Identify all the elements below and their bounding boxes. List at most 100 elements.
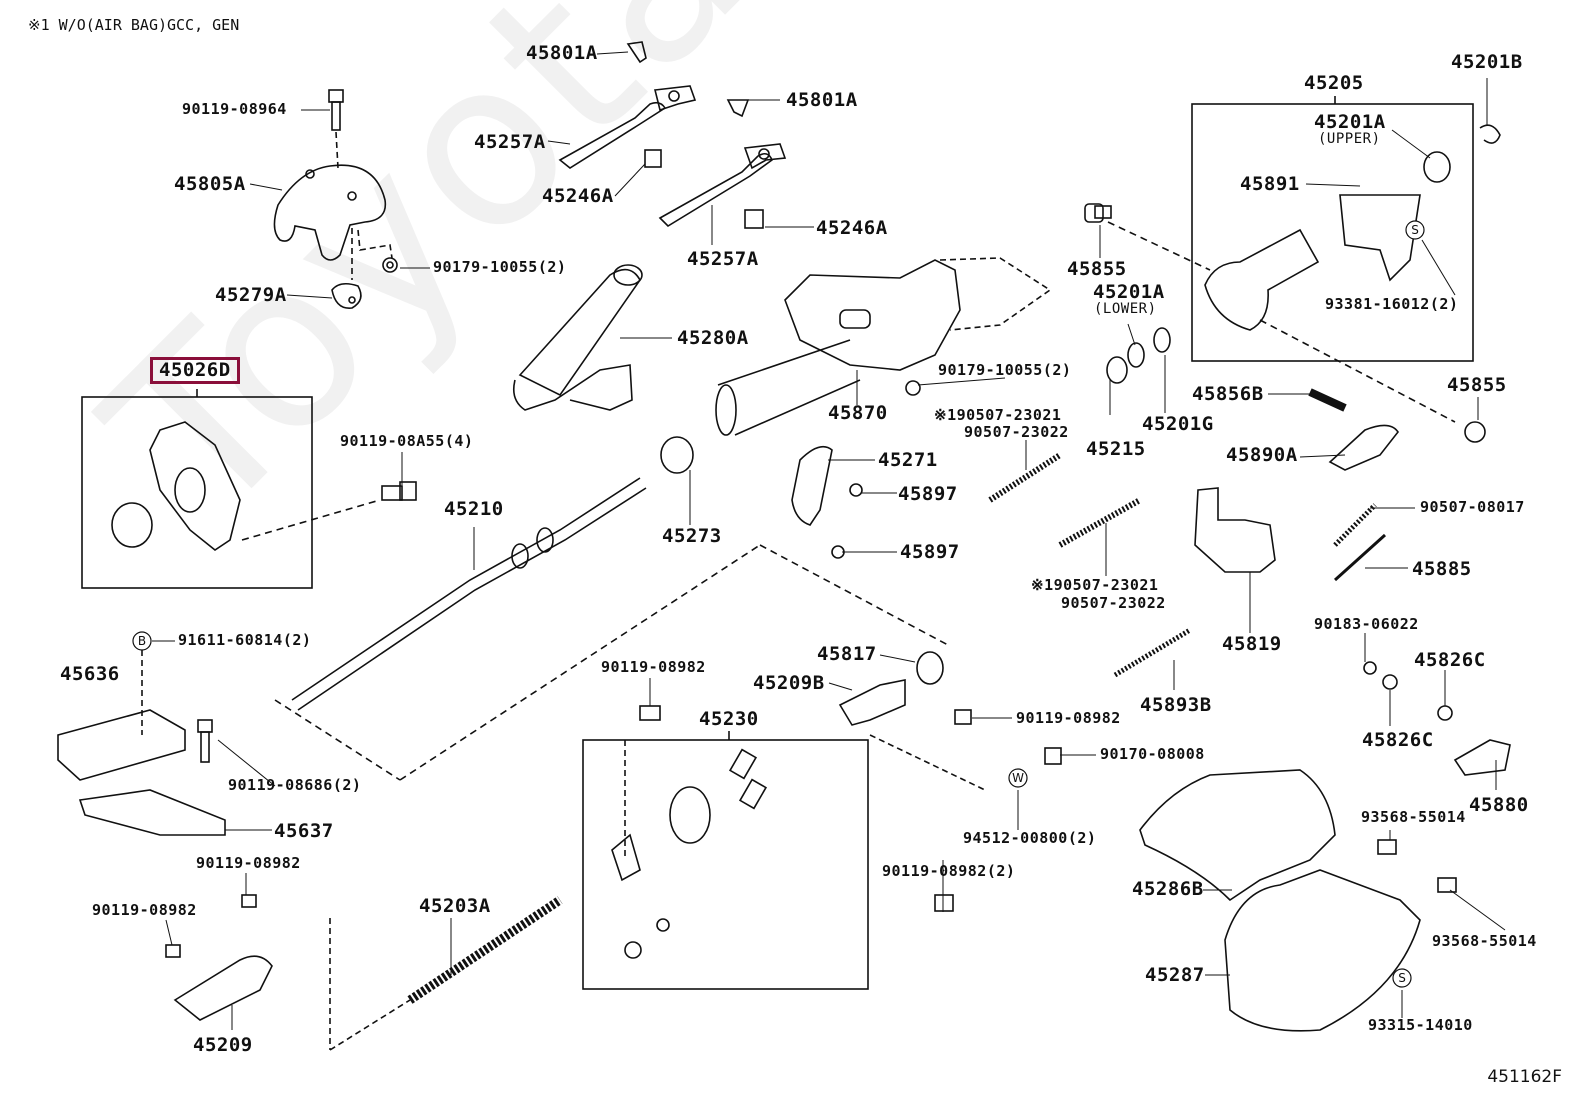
part-label-45209B[interactable]: 45209B (753, 672, 825, 694)
part-45817-washer (916, 651, 944, 685)
part-label-45209[interactable]: 45209 (193, 1034, 253, 1056)
part-label-45891[interactable]: 45891 (1240, 173, 1300, 195)
part-label-90179-10055[interactable]: 90179-10055(2) (938, 361, 1072, 379)
part-45855-bolt-1 (1084, 203, 1112, 223)
part-label-45201G[interactable]: 45201G (1142, 413, 1214, 435)
part-label-upper-note: (UPPER) (1318, 131, 1381, 147)
part-label-45856B[interactable]: 45856B (1192, 383, 1264, 405)
part-45215-bushing (1106, 356, 1128, 384)
part-label-45880[interactable]: 45880 (1469, 794, 1529, 816)
part-label-45201A-lower[interactable]: 45201A (1093, 281, 1165, 303)
part-label-90119-08982[interactable]: 90119-08982 (601, 658, 706, 676)
part-label-45026D[interactable]: 45026D (159, 359, 231, 381)
callout-b-text: B (138, 634, 146, 648)
part-label-45246A[interactable]: 45246A (542, 185, 614, 207)
header-note: ※1 W/O(AIR BAG)GCC, GEN (28, 16, 240, 34)
part-label-45273[interactable]: 45273 (662, 525, 722, 547)
part-45209-joint (173, 955, 273, 1021)
assembly-box-45205 (1191, 103, 1474, 362)
part-label-45246A[interactable]: 45246A (816, 217, 888, 239)
part-label-90119-08982[interactable]: 90119-08982(2) (882, 862, 1016, 880)
part-label-90507-23022[interactable]: 90507-23022 (964, 423, 1069, 441)
part-label-90119-08686[interactable]: 90119-08686(2) (228, 776, 362, 794)
part-label-93381-16012[interactable]: 93381-16012(2) (1325, 295, 1459, 313)
part-label-90170-08008[interactable]: 90170-08008 (1100, 745, 1205, 763)
part-label-91611-60814[interactable]: 91611-60814(2) (178, 631, 312, 649)
part-45870-bracket (715, 259, 961, 436)
part-label-93568-55014[interactable]: 93568-55014 (1361, 808, 1466, 826)
part-label-45215[interactable]: 45215 (1086, 438, 1146, 460)
callout-w (1008, 768, 1028, 788)
part-label-45826C[interactable]: 45826C (1362, 729, 1434, 751)
highlighted-part-box[interactable]: 45026D (150, 357, 240, 384)
part-label-45203A[interactable]: 45203A (419, 895, 491, 917)
part-90119-08964-bolt (328, 89, 344, 131)
part-90507-08017-spring (1333, 503, 1377, 547)
part-label-94512-00800[interactable]: 94512-00800(2) (963, 829, 1097, 847)
part-label-45855[interactable]: 45855 (1067, 258, 1127, 280)
part-label-45287[interactable]: 45287 (1145, 964, 1205, 986)
part-label-45257A[interactable]: 45257A (687, 248, 759, 270)
callout-s-2 (1392, 968, 1412, 988)
part-label-90119-08964[interactable]: 90119-08964 (182, 100, 287, 118)
part-label-90507-23022[interactable]: 90507-23022 (1061, 594, 1166, 612)
part-label-45205[interactable]: 45205 (1304, 72, 1364, 94)
part-45287-cover (1224, 869, 1421, 1032)
part-45805A-bracket (273, 164, 387, 261)
part-label-45897[interactable]: 45897 (900, 541, 960, 563)
part-45201A-upper-bushing (1423, 151, 1451, 183)
part-label-45286B[interactable]: 45286B (1132, 878, 1204, 900)
part-45205-shaft (1204, 194, 1421, 331)
part-label-45271[interactable]: 45271 (878, 449, 938, 471)
part-90179-10055-nut-a (382, 257, 398, 273)
part-label-45637[interactable]: 45637 (274, 820, 334, 842)
part-label-45280A[interactable]: 45280A (677, 327, 749, 349)
part-45286B-cover (1139, 769, 1336, 902)
part-label-45885[interactable]: 45885 (1412, 558, 1472, 580)
part-45279A-clip (331, 282, 362, 309)
part-label-90119-08982[interactable]: 90119-08982 (92, 901, 197, 919)
part-90507-23021-spring-a (988, 452, 1062, 503)
part-label-90119-08982[interactable]: 90119-08982 (1016, 709, 1121, 727)
part-label-45893B[interactable]: 45893B (1140, 694, 1212, 716)
part-label-45826C[interactable]: 45826C (1414, 649, 1486, 671)
part-label-90507-23021[interactable]: ※190507-23021 (1031, 576, 1159, 594)
part-label-93568-55014[interactable]: 93568-55014 (1432, 932, 1537, 950)
part-45271-plate (791, 445, 833, 526)
part-45893B-spring (1113, 627, 1192, 678)
part-label-45279A[interactable]: 45279A (215, 284, 287, 306)
part-label-90183-06022[interactable]: 90183-06022 (1314, 615, 1419, 633)
part-label-93315-14010[interactable]: 93315-14010 (1368, 1016, 1473, 1034)
part-label-90507-23021[interactable]: ※190507-23021 (934, 406, 1062, 424)
kit-box-45230 (582, 739, 869, 990)
part-label-90119-08982[interactable]: 90119-08982 (196, 854, 301, 872)
part-45280A-housing (512, 264, 643, 411)
part-45203A-shaft (407, 896, 563, 1004)
part-45890A-lever (1328, 424, 1399, 471)
part-label-45230[interactable]: 45230 (699, 708, 759, 730)
part-label-45805A[interactable]: 45805A (174, 173, 246, 195)
part-label-45257A[interactable]: 45257A (474, 131, 546, 153)
part-label-90179-10055[interactable]: 90179-10055(2) (433, 258, 567, 276)
part-label-45897[interactable]: 45897 (898, 483, 958, 505)
part-90507-23021-spring-b (1058, 497, 1142, 548)
part-45201G-spring (1153, 327, 1171, 353)
part-label-45210[interactable]: 45210 (444, 498, 504, 520)
part-45637-plate (78, 789, 226, 836)
part-90119-08A55-bolt (381, 481, 417, 501)
part-label-45801A[interactable]: 45801A (786, 89, 858, 111)
part-label-90119-08A55[interactable]: 90119-08A55(4) (340, 432, 474, 450)
part-label-45201A-upper[interactable]: 45201A (1314, 111, 1386, 133)
part-label-45817[interactable]: 45817 (817, 643, 877, 665)
part-label-45801A[interactable]: 45801A (526, 42, 598, 64)
part-label-45890A[interactable]: 45890A (1226, 444, 1298, 466)
part-label-90507-08017[interactable]: 90507-08017 (1420, 498, 1525, 516)
part-label-45819[interactable]: 45819 (1222, 633, 1282, 655)
part-45885-rod (1333, 533, 1387, 582)
part-label-45201B[interactable]: 45201B (1451, 51, 1523, 73)
part-45201B-ring (1479, 124, 1501, 144)
part-label-45870[interactable]: 45870 (828, 402, 888, 424)
part-label-45636[interactable]: 45636 (60, 663, 120, 685)
part-label-45855[interactable]: 45855 (1447, 374, 1507, 396)
